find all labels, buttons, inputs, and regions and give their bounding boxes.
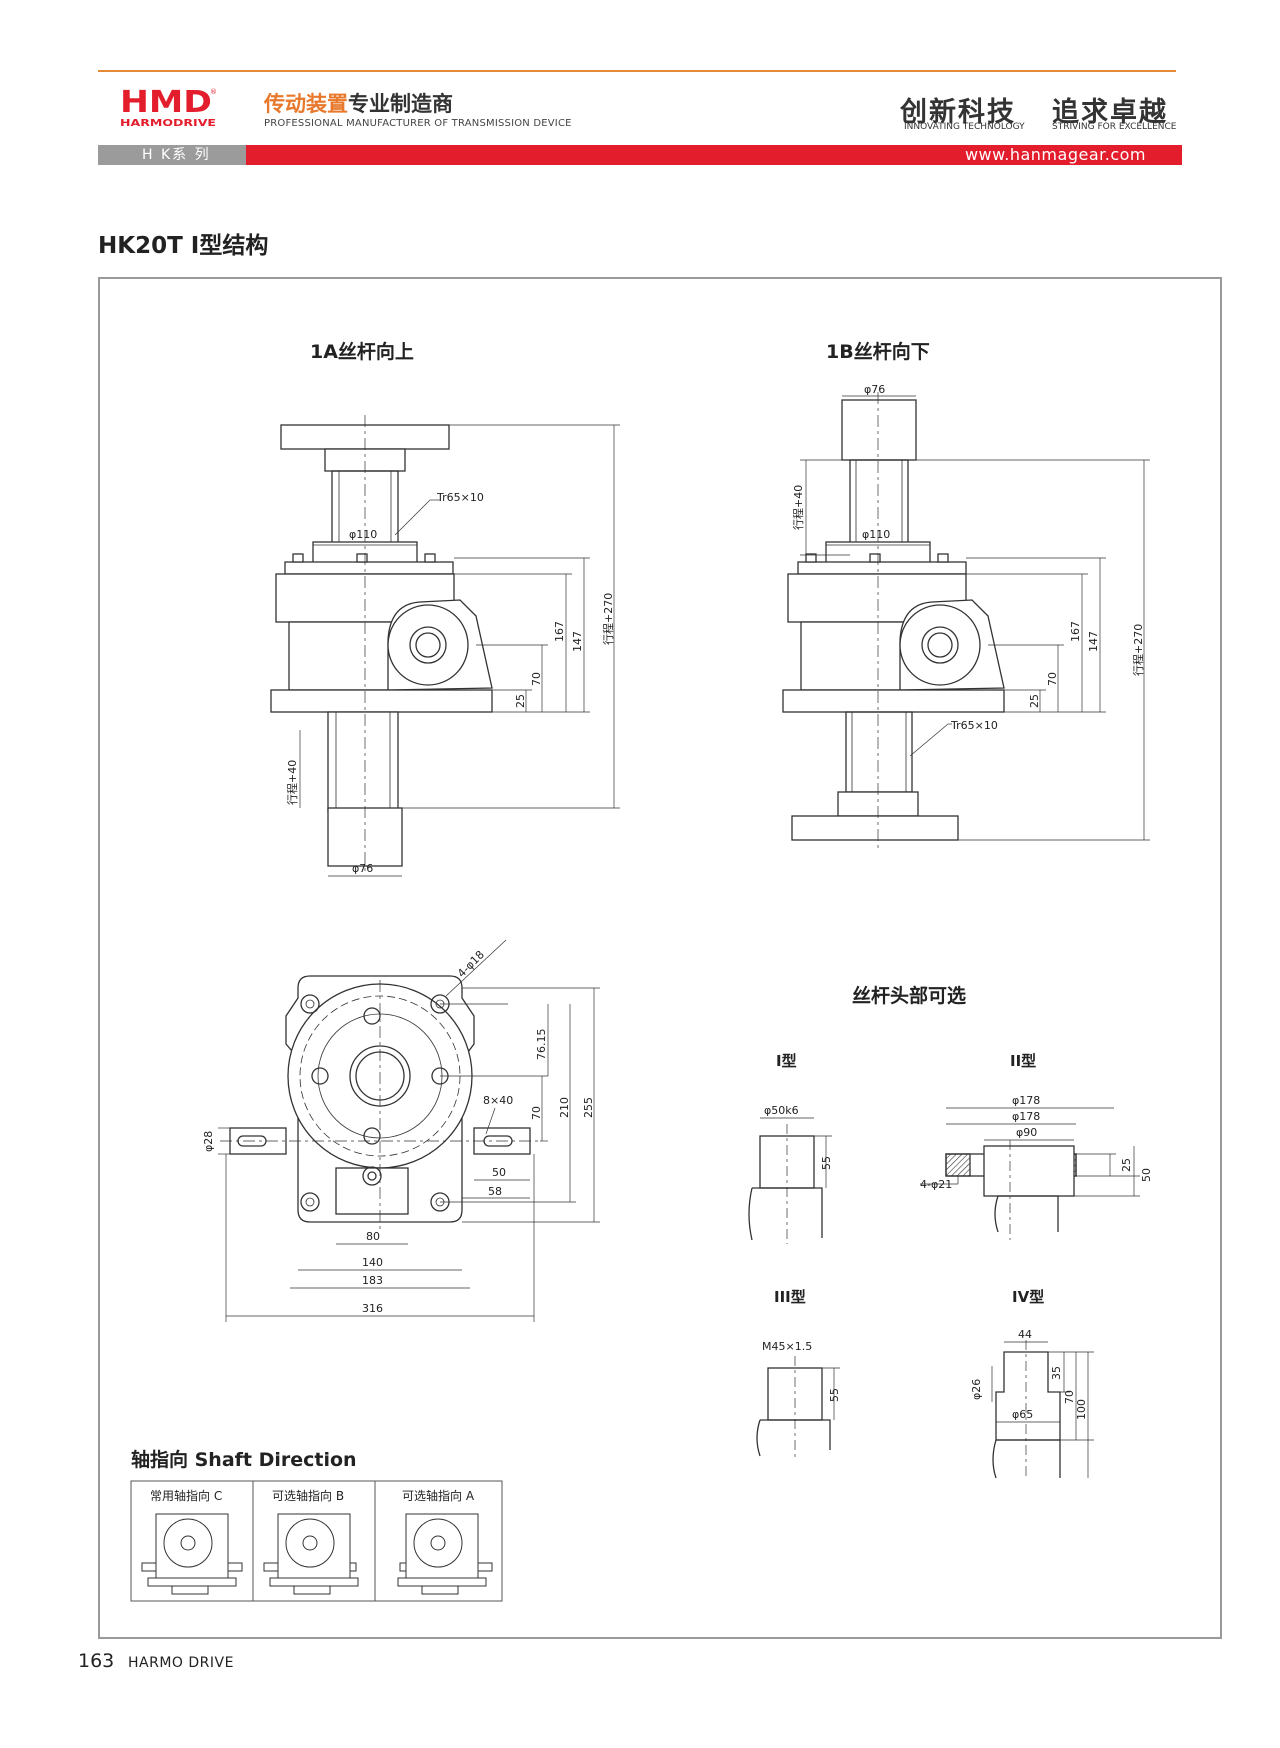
logo-wordmark: HARMODRIVE	[120, 118, 216, 128]
view-1a-dim70: 70	[530, 672, 543, 686]
slogan-en-2: STRIVING FOR EXCELLENCE	[1052, 122, 1177, 132]
type-2-h1: 25	[1120, 1158, 1133, 1172]
top-view-dim-316: 316	[362, 1302, 383, 1315]
shaft-icon-a	[397, 1513, 493, 1595]
series-label: H K系 列	[98, 145, 246, 165]
type-4-h1: 35	[1050, 1366, 1063, 1380]
view-1b-stroke270: 行程+270	[1132, 624, 1145, 676]
tagline-en: PROFESSIONAL MANUFACTURER OF TRANSMISSIO…	[264, 118, 572, 129]
website-link[interactable]: www.hanmagear.com	[246, 145, 1182, 165]
top-view-dim-255: 255	[582, 1097, 595, 1118]
top-view-dim-70: 70	[530, 1106, 543, 1120]
top-view-dim-58: 58	[488, 1185, 502, 1198]
shaft-direction-col-c: 常用轴指向 C	[150, 1488, 222, 1503]
shaft-direction: 轴指向 Shaft Direction 常用轴指向 C 可选轴指向 B 可选轴指…	[130, 1448, 503, 1602]
shaft-direction-col-a: 可选轴指向 A	[402, 1488, 475, 1503]
type-2-d1: φ178	[1012, 1094, 1040, 1107]
option-type-3: III型 M45×1.5 55	[756, 1288, 841, 1460]
slogan-cn-1: 创新科技	[900, 97, 1016, 128]
type-3-thread: M45×1.5	[762, 1340, 812, 1353]
view-1b-phi110: φ110	[862, 528, 890, 541]
type-2-holes: 4-φ21	[920, 1178, 952, 1191]
type-3-label: III型	[774, 1288, 806, 1306]
view-1a-stroke270: 行程+270	[602, 593, 615, 645]
view-1a-title: 1A丝杆向上	[310, 340, 414, 363]
shaft-icon-b	[263, 1513, 359, 1595]
top-view-dim-183: 183	[362, 1274, 383, 1287]
view-1a-dim147: 147	[571, 631, 584, 652]
top-view-dim-76-15: 76.15	[535, 1029, 548, 1061]
option-type-1: I型 φ50k6 55	[748, 1052, 833, 1244]
view-1a-thread: Tr65×10	[436, 491, 484, 504]
header-top-rule	[98, 70, 1176, 72]
view-1b-dim70: 70	[1046, 672, 1059, 686]
top-view-shaft-dia: φ28	[202, 1131, 215, 1152]
type-2-d2: φ178	[1012, 1110, 1040, 1123]
top-view-dim-210: 210	[558, 1097, 571, 1118]
top-view-dim-50: 50	[492, 1166, 506, 1179]
option-type-2: II型 φ178 φ178 φ90 4-φ21 25 50	[920, 1052, 1153, 1240]
brand-logo: HMD ® HARMODRIVE	[120, 85, 218, 129]
type-4-h2: 70	[1063, 1390, 1076, 1404]
drawing-frame	[98, 277, 1222, 1639]
view-1a-dim167: 167	[553, 621, 566, 642]
page-title: HK20T I型结构	[98, 233, 269, 259]
tagline-cn-highlight: 传动装置	[264, 92, 348, 116]
shaft-direction-col-b: 可选轴指向 B	[272, 1488, 344, 1503]
view-1b-thread: Tr65×10	[950, 719, 998, 732]
type-1-dia: φ50k6	[764, 1104, 799, 1117]
option-type-4: IV型 44 φ26 φ65 35 70 100	[970, 1288, 1094, 1480]
tagline-cn: 传动装置专业制造商	[264, 88, 453, 118]
view-1b-dim25: 25	[1028, 694, 1041, 708]
view-1b-phi76: φ76	[864, 383, 885, 396]
logo-letters: HMD	[120, 86, 212, 120]
view-1a-phi76: φ76	[352, 862, 373, 875]
view-1a-stroke40: 行程+40	[286, 760, 299, 805]
view-1b: 1B丝杆向下	[782, 340, 1150, 848]
top-view: 4-φ18 8×40 φ28 76.15 70 210 255 50 58 80…	[202, 939, 600, 1322]
tagline-cn-rest: 专业制造商	[348, 92, 453, 116]
view-1b-dim167: 167	[1069, 621, 1082, 642]
page-number: 163	[78, 1650, 115, 1672]
type-1-label: I型	[776, 1052, 797, 1070]
type-1-height: 55	[820, 1156, 833, 1170]
type-4-d-small: φ26	[970, 1379, 983, 1400]
top-view-dim-80: 80	[366, 1230, 380, 1243]
top-view-keyway: 8×40	[483, 1094, 513, 1107]
slogan-cn-2: 追求卓越	[1052, 97, 1168, 128]
shaft-icon-c	[141, 1513, 243, 1595]
type-4-label: IV型	[1012, 1288, 1044, 1306]
type-2-d3: φ90	[1016, 1126, 1037, 1139]
view-1b-stroke40: 行程+40	[792, 485, 805, 530]
top-view-holes: 4-φ18	[455, 948, 487, 980]
type-4-d-large: φ65	[1012, 1408, 1033, 1421]
view-1a: 1A丝杆向上	[270, 340, 620, 877]
screw-head-options: 丝杆头部可选 I型 φ50k6 55 II型	[748, 984, 1153, 1480]
logo-registered-mark: ®	[210, 88, 217, 96]
view-1b-title: 1B丝杆向下	[826, 340, 930, 363]
type-4-h3: 100	[1075, 1399, 1088, 1420]
view-1a-dim25: 25	[514, 694, 527, 708]
type-3-height: 55	[828, 1388, 841, 1402]
slogan-en-1: INNOVATING TECHNOLOGY	[904, 122, 1025, 132]
options-title: 丝杆头部可选	[852, 984, 966, 1007]
top-view-dim-140: 140	[362, 1256, 383, 1269]
shaft-direction-title: 轴指向 Shaft Direction	[131, 1448, 357, 1471]
view-1b-dim147: 147	[1087, 631, 1100, 652]
type-4-width: 44	[1018, 1328, 1032, 1341]
view-1a-phi110: φ110	[349, 528, 377, 541]
type-2-label: II型	[1010, 1052, 1036, 1070]
footer-brand: HARMO DRIVE	[128, 1655, 234, 1671]
type-2-h2: 50	[1140, 1168, 1153, 1182]
